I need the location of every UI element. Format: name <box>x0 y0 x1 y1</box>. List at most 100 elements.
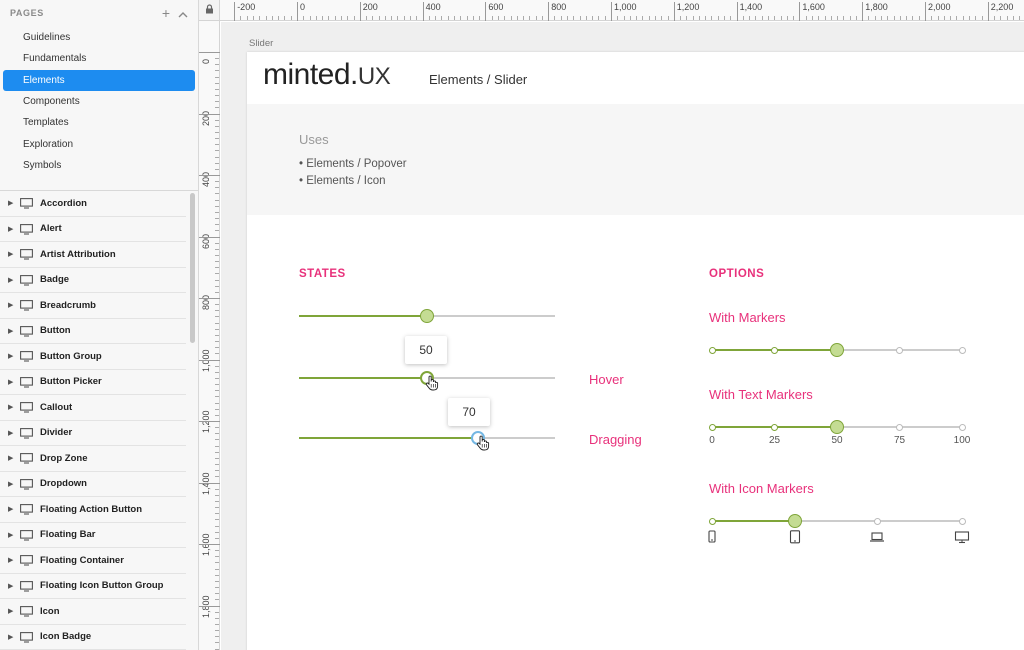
slider-marker[interactable] <box>958 423 966 431</box>
expand-triangle-icon[interactable]: ▶ <box>8 455 14 463</box>
pages-header: PAGES + <box>0 0 198 26</box>
layer-item[interactable]: ▶Icon <box>0 599 186 625</box>
layers-scrollbar[interactable] <box>190 193 195 343</box>
page-item-exploration[interactable]: Exploration <box>23 138 74 150</box>
layer-item[interactable]: ▶ Artist Attribution <box>0 242 186 268</box>
slider-marker[interactable] <box>708 517 716 525</box>
mobile-icon <box>704 530 720 544</box>
expand-triangle-icon[interactable]: ▶ <box>8 429 14 437</box>
layer-item[interactable]: ▶Dropdown <box>0 472 186 497</box>
slider-track[interactable] <box>712 520 962 522</box>
layer-item[interactable]: ▶Breadcrumb <box>0 293 186 319</box>
ruler-tick <box>592 16 594 20</box>
slider-hover[interactable] <box>299 371 555 391</box>
slider-handle[interactable] <box>420 309 434 323</box>
page-item-elements[interactable]: Elements <box>3 69 195 91</box>
ruler-tick <box>937 16 939 20</box>
expand-triangle-icon[interactable]: ▶ <box>8 251 14 259</box>
expand-triangle-icon[interactable]: ▶ <box>8 582 14 590</box>
use-item-icon: • Elements / Icon <box>299 175 386 187</box>
slider-marker[interactable] <box>708 423 716 431</box>
ruler-tick <box>215 95 219 97</box>
layer-item[interactable]: ▶Floating Action Button <box>0 497 186 523</box>
add-page-icon[interactable]: + <box>161 5 170 21</box>
page-item-symbols[interactable]: Symbols <box>23 159 62 171</box>
artboard-icon <box>20 376 33 388</box>
expand-triangle-icon[interactable]: ▶ <box>8 200 14 208</box>
layer-label: Artist Attribution <box>40 248 116 260</box>
slider-handle[interactable] <box>830 343 844 357</box>
expand-triangle-icon[interactable]: ▶ <box>8 608 14 616</box>
ruler-corner[interactable] <box>199 0 220 21</box>
layer-item[interactable]: ▶Floating Container <box>0 548 186 574</box>
ruler-tick <box>271 16 273 20</box>
layer-item[interactable]: ▶Floating Bar <box>0 523 186 548</box>
page-item-fundamentals[interactable]: Fundamentals <box>23 53 87 65</box>
expand-triangle-icon[interactable]: ▶ <box>8 506 14 514</box>
ruler-tick <box>215 568 219 570</box>
layer-item[interactable]: ▶Icon Badge <box>0 625 186 650</box>
ruler-tick <box>215 205 219 207</box>
slider-track[interactable] <box>299 437 555 439</box>
expand-triangle-icon[interactable]: ▶ <box>8 480 14 488</box>
slider-marker[interactable] <box>958 517 966 525</box>
layer-item[interactable]: ▶Alert <box>0 217 186 242</box>
expand-triangle-icon[interactable]: ▶ <box>8 276 14 284</box>
layer-item[interactable]: ▶Button Picker <box>0 370 186 395</box>
slider-markers[interactable] <box>708 343 966 357</box>
slider-icon-markers[interactable] <box>708 514 970 544</box>
ruler-tick <box>529 16 531 20</box>
ruler-left-label: 0 <box>201 58 211 64</box>
page-item-components[interactable]: Components <box>23 96 80 108</box>
slider-marker[interactable] <box>896 423 903 431</box>
expand-triangle-icon[interactable]: ▶ <box>8 225 14 233</box>
layer-item[interactable]: ▶Divider <box>0 421 186 446</box>
layer-label: Floating Icon Button Group <box>40 580 164 592</box>
layer-item[interactable]: ▶Drop Zone <box>0 446 186 472</box>
layer-item[interactable]: ▶Button <box>0 319 186 344</box>
ruler-tick <box>215 279 219 281</box>
ruler-tick <box>768 16 769 20</box>
expand-triangle-icon[interactable]: ▶ <box>8 404 14 412</box>
slider-marker[interactable] <box>873 517 881 525</box>
page-item-guidelines[interactable]: Guidelines <box>23 32 71 44</box>
slider-marker[interactable] <box>896 346 903 354</box>
layer-item[interactable]: ▶Accordion <box>0 191 186 217</box>
slider-default[interactable] <box>299 309 555 323</box>
slider-marker[interactable] <box>771 346 778 354</box>
expand-triangle-icon[interactable]: ▶ <box>8 531 14 539</box>
expand-triangle-icon[interactable]: ▶ <box>8 633 14 641</box>
ruler-tick <box>215 537 219 539</box>
ruler-tick <box>215 531 219 533</box>
ruler-tick <box>215 193 219 195</box>
collapse-icon[interactable] <box>178 6 188 20</box>
artboard-label[interactable]: Slider <box>249 38 274 49</box>
ruler-major-tick <box>199 298 220 299</box>
artboard-icon <box>20 249 33 260</box>
layer-item[interactable]: ▶ Floating Icon Button Group <box>0 574 186 599</box>
slider-marker[interactable] <box>958 346 966 354</box>
slider-marker[interactable] <box>708 346 716 354</box>
page-item-templates[interactable]: Templates <box>23 117 69 129</box>
slider-handle[interactable] <box>787 514 802 528</box>
layer-item[interactable]: ▶Button Group <box>0 344 186 370</box>
expand-triangle-icon[interactable]: ▶ <box>8 557 14 565</box>
layer-item[interactable]: ▶Callout <box>0 395 186 421</box>
artboard-slider[interactable]: minted.UX Elements / Slider Uses • Eleme… <box>247 52 1024 650</box>
expand-triangle-icon[interactable]: ▶ <box>8 302 14 310</box>
expand-triangle-icon[interactable]: ▶ <box>8 353 14 361</box>
ruler-tick <box>215 70 219 72</box>
slider-fill <box>299 315 427 317</box>
expand-triangle-icon[interactable]: ▶ <box>8 378 14 386</box>
slider-marker[interactable] <box>771 423 778 431</box>
slider-handle[interactable] <box>830 420 844 434</box>
slider-dragging[interactable] <box>299 431 555 451</box>
ruler-tick <box>215 162 219 164</box>
canvas[interactable]: Slider minted.UX Elements / Slider Uses … <box>221 22 1024 650</box>
layer-item[interactable]: ▶Badge <box>0 268 186 293</box>
ruler-tick <box>874 16 876 20</box>
expand-triangle-icon[interactable]: ▶ <box>8 327 14 335</box>
artboard-icon <box>20 325 33 337</box>
lock-icon[interactable] <box>205 1 214 19</box>
